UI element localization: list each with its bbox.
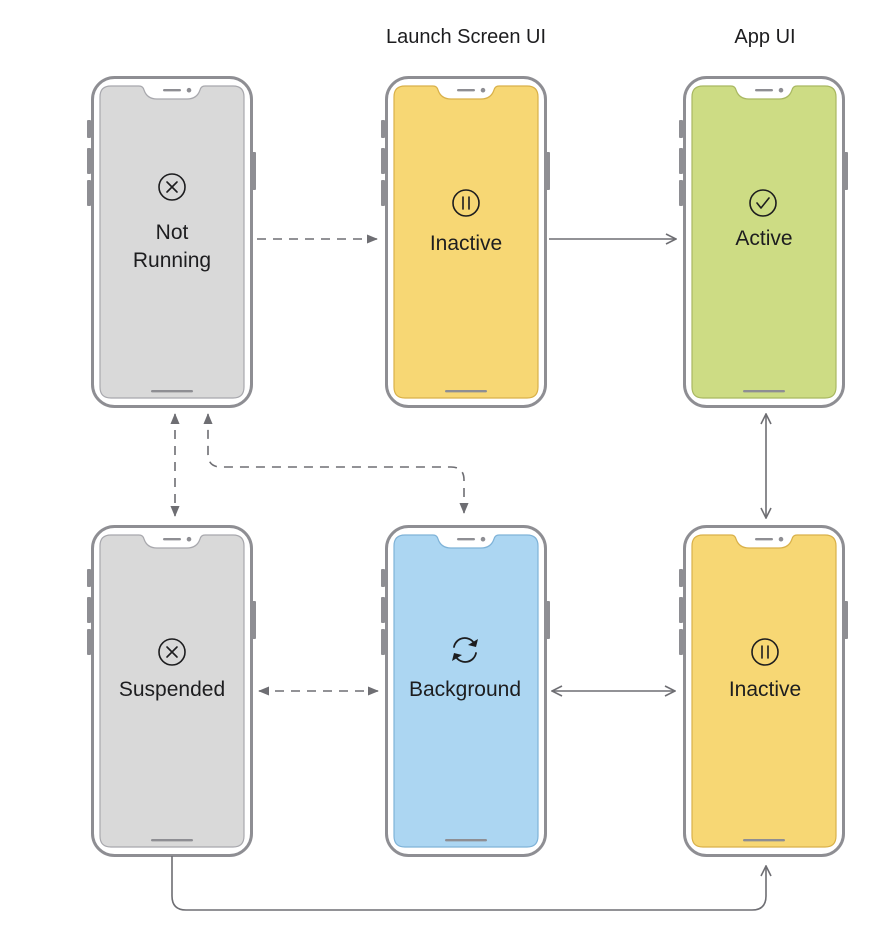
phone-not-running <box>87 76 256 408</box>
state-label-suspended: Suspended <box>119 678 225 701</box>
phone-launch-inactive <box>381 76 550 408</box>
arrow-suspended-to-app-inactive <box>171 856 766 911</box>
checkmark-circle-icon <box>749 189 777 217</box>
state-label-launch-inactive: Inactive <box>430 232 502 255</box>
state-label-active: Active <box>735 227 792 250</box>
x-circle-icon <box>158 638 186 666</box>
pause-circle-icon <box>452 189 480 217</box>
phone-app-inactive <box>679 525 848 857</box>
phone-screen <box>99 534 245 848</box>
state-label-not: Not <box>156 221 189 244</box>
phone-active <box>679 76 848 408</box>
x-circle-icon <box>158 173 186 201</box>
phone-screen <box>691 534 837 848</box>
phone-screen <box>99 85 245 399</box>
refresh-arrows-icon <box>452 637 478 663</box>
arrow-background-to-notrunning <box>203 413 469 514</box>
app-ui-header: App UI <box>734 26 796 48</box>
state-label-background: Background <box>409 678 521 701</box>
state-label-running: Running <box>133 249 211 272</box>
launch-screen-ui-header: Launch Screen UI <box>385 26 547 48</box>
phone-screen <box>393 85 539 399</box>
phone-background <box>381 525 550 857</box>
phone-suspended <box>87 525 256 857</box>
phone-screen <box>393 534 539 848</box>
pause-circle-icon <box>751 638 779 666</box>
phone-screen <box>691 85 837 399</box>
state-label-app-inactive: Inactive <box>729 678 801 701</box>
